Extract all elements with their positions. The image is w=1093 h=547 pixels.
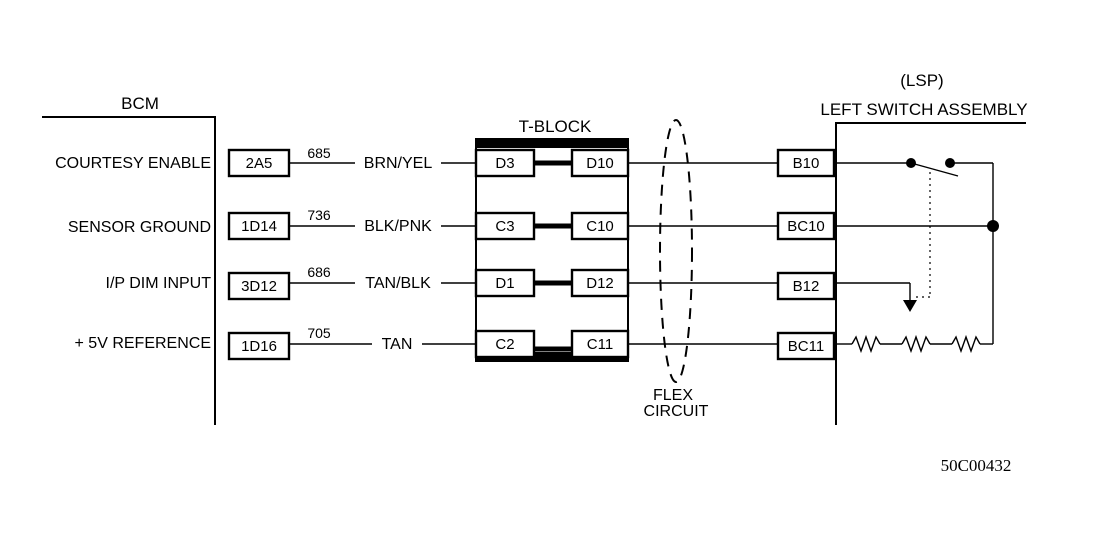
bcm-outline [42, 116, 216, 425]
reference-code: 50C00432 [941, 456, 1012, 475]
bcm-pin-1d14: 1D14 [227, 211, 291, 241]
signal-label-courtesy-enable: COURTESY ENABLE [55, 155, 211, 172]
junction-dot [987, 220, 999, 232]
bcm-pin-label: 1D16 [241, 338, 277, 355]
bcm-pin-1d16: 1D16 [227, 331, 291, 361]
flex-wires [628, 162, 778, 345]
wire-color-tan: TAN [382, 336, 413, 353]
tblock-pin-label: D12 [586, 275, 614, 292]
signal-label-5v-reference: + 5V REFERENCE [75, 335, 211, 352]
circuit-label: CIRCUIT [644, 403, 709, 420]
tblock-pin-c11: C11 [570, 329, 630, 359]
tblock-pin-d3: D3 [474, 148, 536, 178]
t-block: T-BLOCK [475, 117, 629, 362]
lsp-abbreviation: (LSP) [900, 71, 943, 90]
tblock-pin-d12: D12 [570, 268, 630, 298]
tblock-pin-label: C10 [586, 218, 614, 235]
wire-color-brn-yel: BRN/YEL [364, 155, 433, 172]
lsp-pin-label: BC10 [787, 218, 825, 235]
lsp-pin-label: B12 [793, 278, 820, 295]
lsp-pin-b12: B12 [776, 271, 836, 301]
circuit-number-736: 736 [307, 207, 331, 223]
lsp-outline [835, 122, 1026, 425]
flex-label: FLEX [653, 387, 693, 404]
t-block-title: T-BLOCK [519, 117, 592, 136]
lsp-pin-label: B10 [793, 155, 820, 172]
tblock-pin-label: C11 [587, 336, 613, 353]
bcm-title: BCM [121, 94, 159, 113]
lsp-title: LEFT SWITCH ASSEMBLY [820, 100, 1027, 119]
bcm-module: BCM [42, 94, 216, 425]
switch-blade [910, 162, 959, 177]
wire-color-tan-blk: TAN/BLK [365, 275, 431, 292]
bcm-pin-2a5: 2A5 [227, 148, 291, 178]
tblock-pin-c10: C10 [570, 211, 630, 241]
circuit-number-686: 686 [307, 264, 331, 280]
left-switch-assembly: (LSP) LEFT SWITCH ASSEMBLY [820, 71, 1028, 425]
tblock-pin-label: D3 [495, 155, 514, 172]
lsp-pin-label: BC11 [788, 338, 824, 355]
flex-circuit: FLEX CIRCUIT [644, 119, 709, 420]
lsp-pin-bc11: BC11 [776, 331, 836, 361]
signal-label-ip-dim-input: I/P DIM INPUT [106, 275, 212, 292]
bcm-pin-3d12: 3D12 [227, 271, 291, 301]
tblock-pin-label: C3 [495, 218, 514, 235]
tblock-pin-d1: D1 [474, 268, 536, 298]
tblock-pin-c2: C2 [474, 329, 536, 359]
signal-label-sensor-ground: SENSOR GROUND [68, 219, 211, 236]
circuit-number-705: 705 [307, 325, 331, 341]
tblock-pin-label: D1 [495, 275, 514, 292]
bcm-pin-label: 3D12 [241, 278, 277, 295]
tblock-pin-d10: D10 [570, 148, 630, 178]
tblock-pin-c3: C3 [474, 211, 536, 241]
tblock-pin-label: C2 [495, 336, 514, 353]
resistor-3 [951, 334, 981, 354]
bcm-pin-label: 2A5 [246, 155, 273, 172]
tblock-pin-label: D10 [586, 155, 614, 172]
switch-circuit [836, 158, 999, 354]
resistor-1 [851, 334, 881, 354]
bcm-pin-label: 1D14 [241, 218, 277, 235]
wiper-arrow [903, 300, 917, 312]
wire-color-blk-pnk: BLK/PNK [364, 218, 432, 235]
lsp-pin-b10: B10 [776, 148, 836, 178]
circuit-number-685: 685 [307, 145, 331, 161]
resistor-2 [901, 334, 931, 354]
lsp-pin-bc10: BC10 [776, 211, 836, 241]
